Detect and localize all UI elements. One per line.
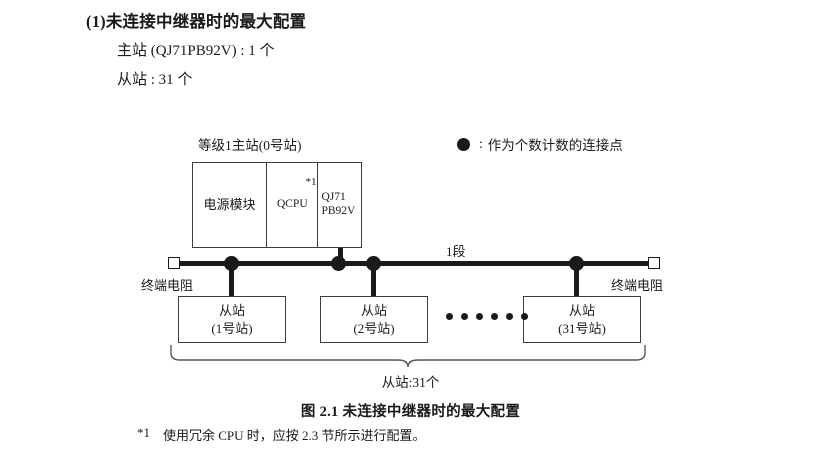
spec-slave-station: 从站 : 31 个	[117, 72, 193, 88]
slave-drop-lead	[371, 263, 376, 297]
ellipsis-dot	[506, 313, 513, 320]
section-heading: (1) 未连接中继器时的最大配置	[86, 8, 306, 32]
slave-station-number: (31号站)	[558, 320, 606, 336]
module-cpu-label: QCPU	[276, 198, 308, 211]
slave-station-box: 从站 (2号站)	[320, 296, 428, 343]
heading-title: 未连接中继器时的最大配置	[105, 12, 307, 31]
legend-label: 作为个数计数的连接点	[487, 138, 623, 153]
footnote-marker: *1	[305, 176, 317, 188]
terminator-left-icon	[168, 257, 180, 269]
heading-number: (1)	[86, 12, 106, 31]
module-cpu: QCPU *1	[266, 163, 317, 247]
slave-station-number: (2号站)	[353, 320, 395, 336]
slave-station-number: (1号站)	[211, 320, 253, 336]
module-network-line1: QJ71	[321, 191, 346, 204]
terminator-right-icon	[648, 257, 660, 269]
slave-count-label: 从站:31个	[381, 375, 440, 390]
slave-drop-lead	[229, 263, 234, 297]
master-module-rack: 电源模块 QCPU *1 QJ71 PB92V	[192, 162, 362, 248]
segment-label: 1段	[446, 244, 466, 259]
terminator-right-label: 终端电阻	[611, 278, 664, 293]
slave-station-box: 从站 (31号站)	[523, 296, 641, 343]
bus-trunk-line	[174, 261, 654, 266]
terminator-left-label: 终端电阻	[141, 278, 194, 293]
legend: : 作为个数计数的连接点	[457, 134, 623, 154]
module-power-label: 电源模块	[203, 197, 256, 213]
connection-dot	[331, 256, 346, 271]
ellipsis-dot	[491, 313, 498, 320]
slave-title: 从站	[218, 302, 245, 318]
slave-title: 从站	[568, 302, 595, 318]
footnote-text: 使用冗余 CPU 时，应按 2.3 节所示进行配置。	[163, 428, 426, 443]
filled-circle-icon	[457, 137, 470, 151]
legend-colon: :	[479, 136, 483, 151]
footnote-mark: *1	[137, 425, 150, 440]
ellipsis-dot	[521, 313, 528, 320]
module-network-line2: PB92V	[321, 205, 356, 217]
slave-station-box: 从站 (1号站)	[178, 296, 286, 343]
slave-count-brace	[170, 345, 646, 371]
figure-caption: 图 2.1 未连接中继器时的最大配置	[300, 404, 521, 420]
ellipsis-dots	[446, 313, 528, 320]
module-network: QJ71 PB92V	[317, 163, 361, 247]
slave-title: 从站	[360, 302, 387, 318]
brace-icon	[170, 345, 646, 368]
ellipsis-dot	[446, 313, 453, 320]
spec-master-station: 主站 (QJ71PB92V) : 1 个	[117, 43, 275, 59]
slave-drop-lead	[574, 263, 579, 297]
ellipsis-dot	[461, 313, 468, 320]
module-power: 电源模块	[193, 163, 266, 247]
master-station-label: 等级1主站(0号站)	[198, 138, 302, 153]
ellipsis-dot	[476, 313, 483, 320]
footnote: *1 使用冗余 CPU 时，应按 2.3 节所示进行配置。	[137, 425, 426, 444]
